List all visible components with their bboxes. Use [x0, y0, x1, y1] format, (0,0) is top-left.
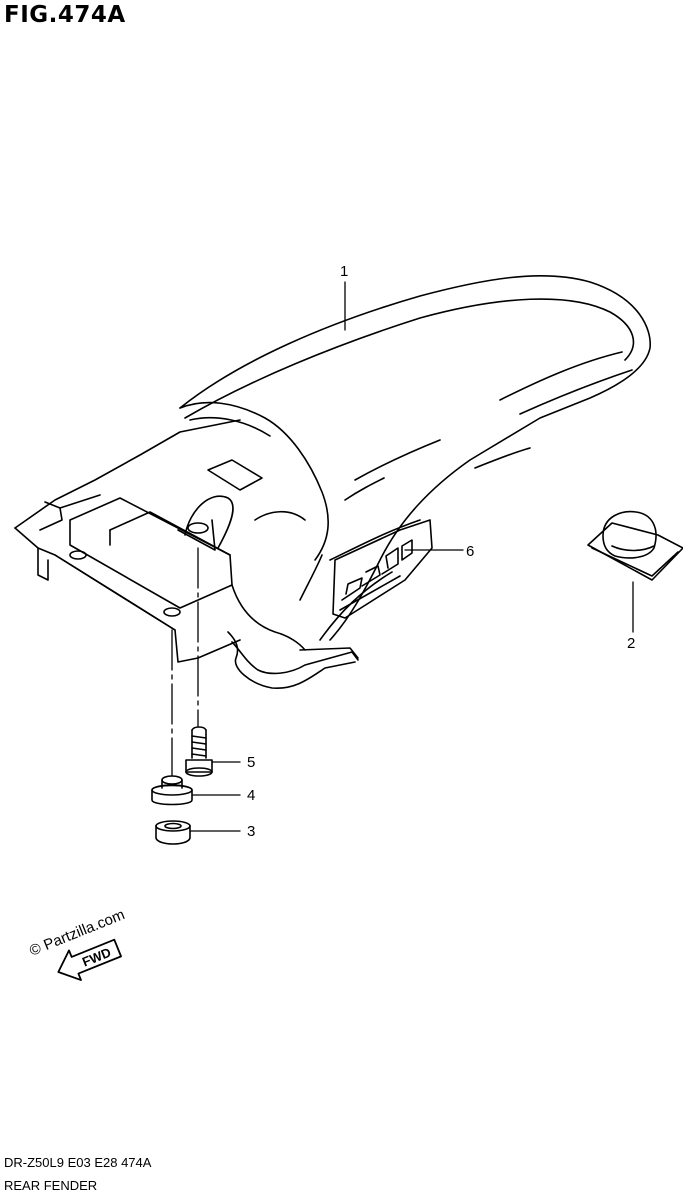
grommet-part[interactable] [155, 820, 191, 845]
callout-6[interactable]: 6 [466, 543, 474, 560]
callout-1[interactable]: 1 [340, 263, 348, 280]
emblem-decal-part[interactable] [332, 519, 433, 619]
bolt-part[interactable] [185, 726, 213, 777]
callout-5[interactable]: 5 [247, 754, 255, 771]
rear-fender-part[interactable] [14, 275, 651, 689]
part-name: REAR FENDER [4, 1178, 98, 1193]
figure-title: FIG.474A [4, 2, 126, 28]
collar-part[interactable] [151, 775, 193, 806]
rear-fender-diagram: 1 2 3 4 5 6 © Partzilla.com FWD [14, 263, 683, 981]
model-code: DR-Z50L9 E03 E28 474A [4, 1155, 152, 1170]
callout-2[interactable]: 2 [627, 635, 635, 652]
rubber-cushion-part[interactable] [587, 510, 683, 581]
leader-lines [171, 281, 634, 832]
callout-4[interactable]: 4 [247, 787, 255, 804]
callout-3[interactable]: 3 [247, 823, 255, 840]
